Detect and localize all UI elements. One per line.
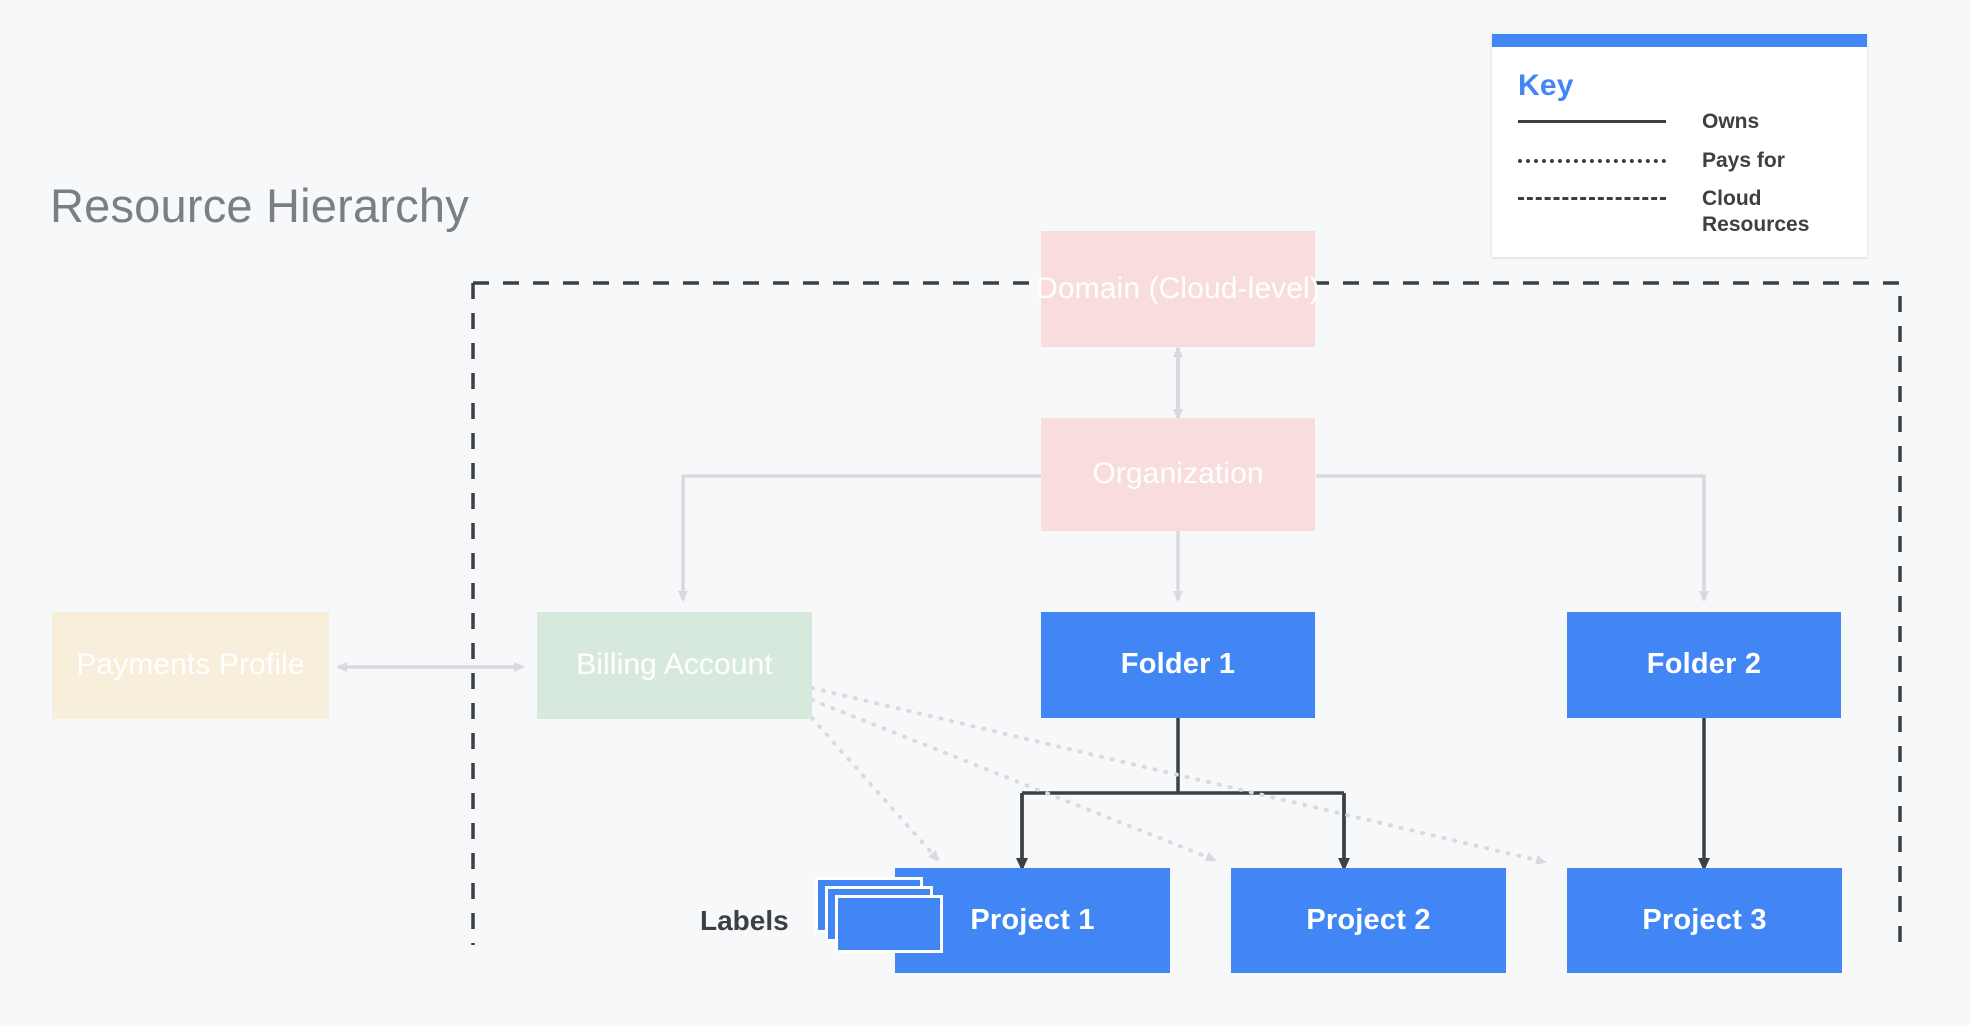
key-label-owns: Owns (1702, 110, 1760, 133)
key-title: Key (1518, 69, 1574, 102)
node-folder-1[interactable]: Folder 1 (1041, 612, 1315, 718)
node-folder-2-label: Folder 2 (1646, 648, 1762, 681)
dotted-line-icon (1518, 148, 1666, 172)
edge-billing-project1 (810, 716, 940, 862)
stacked-cards-icon (815, 877, 943, 953)
node-project-3[interactable]: Project 3 (1567, 868, 1842, 973)
dashed-line-icon (1518, 186, 1666, 210)
edge-billing-project2 (810, 698, 1217, 862)
node-payments-profile-label: Payments Profile (76, 648, 305, 682)
node-folder-1-label: Folder 1 (1120, 648, 1236, 681)
node-billing-account[interactable]: Billing Account (537, 612, 812, 719)
labels-annotation-text: Labels (700, 905, 789, 936)
node-domain[interactable]: Domain (Cloud-level) (1036, 231, 1320, 347)
node-folder-2[interactable]: Folder 2 (1567, 612, 1841, 718)
node-organization[interactable]: Organization (1041, 418, 1315, 531)
key-accent-bar (1492, 34, 1867, 47)
key-label-pays-for: Pays for (1702, 148, 1785, 172)
node-project-2-label: Project 2 (1306, 903, 1431, 936)
key-label-cloud-resources: Cloud Resources (1702, 187, 1810, 236)
edge-organization-billing (678, 474, 1041, 602)
node-payments-profile[interactable]: Payments Profile (52, 612, 329, 719)
node-billing-account-label: Billing Account (576, 648, 773, 682)
edge-folder1-projects (1020, 718, 1346, 862)
node-organization-label: Organization (1092, 457, 1264, 491)
key-legend: Key Owns Pays for Cloud Resources (1492, 34, 1867, 258)
edge-organization-folder2 (1316, 474, 1709, 602)
node-project-2[interactable]: Project 2 (1231, 868, 1506, 973)
solid-line-icon (1518, 109, 1666, 133)
node-project-3-label: Project 3 (1642, 903, 1767, 936)
node-project-1-label: Project 1 (970, 903, 1095, 936)
page-title: Resource Hierarchy (50, 179, 469, 232)
key-row-cloud-resources: Cloud Resources (1518, 186, 1841, 237)
stacked-card-front (835, 895, 943, 953)
key-row-pays-for: Pays for (1518, 148, 1841, 174)
node-domain-label: Domain (Cloud-level) (1036, 271, 1320, 305)
key-row-owns: Owns (1518, 109, 1841, 135)
